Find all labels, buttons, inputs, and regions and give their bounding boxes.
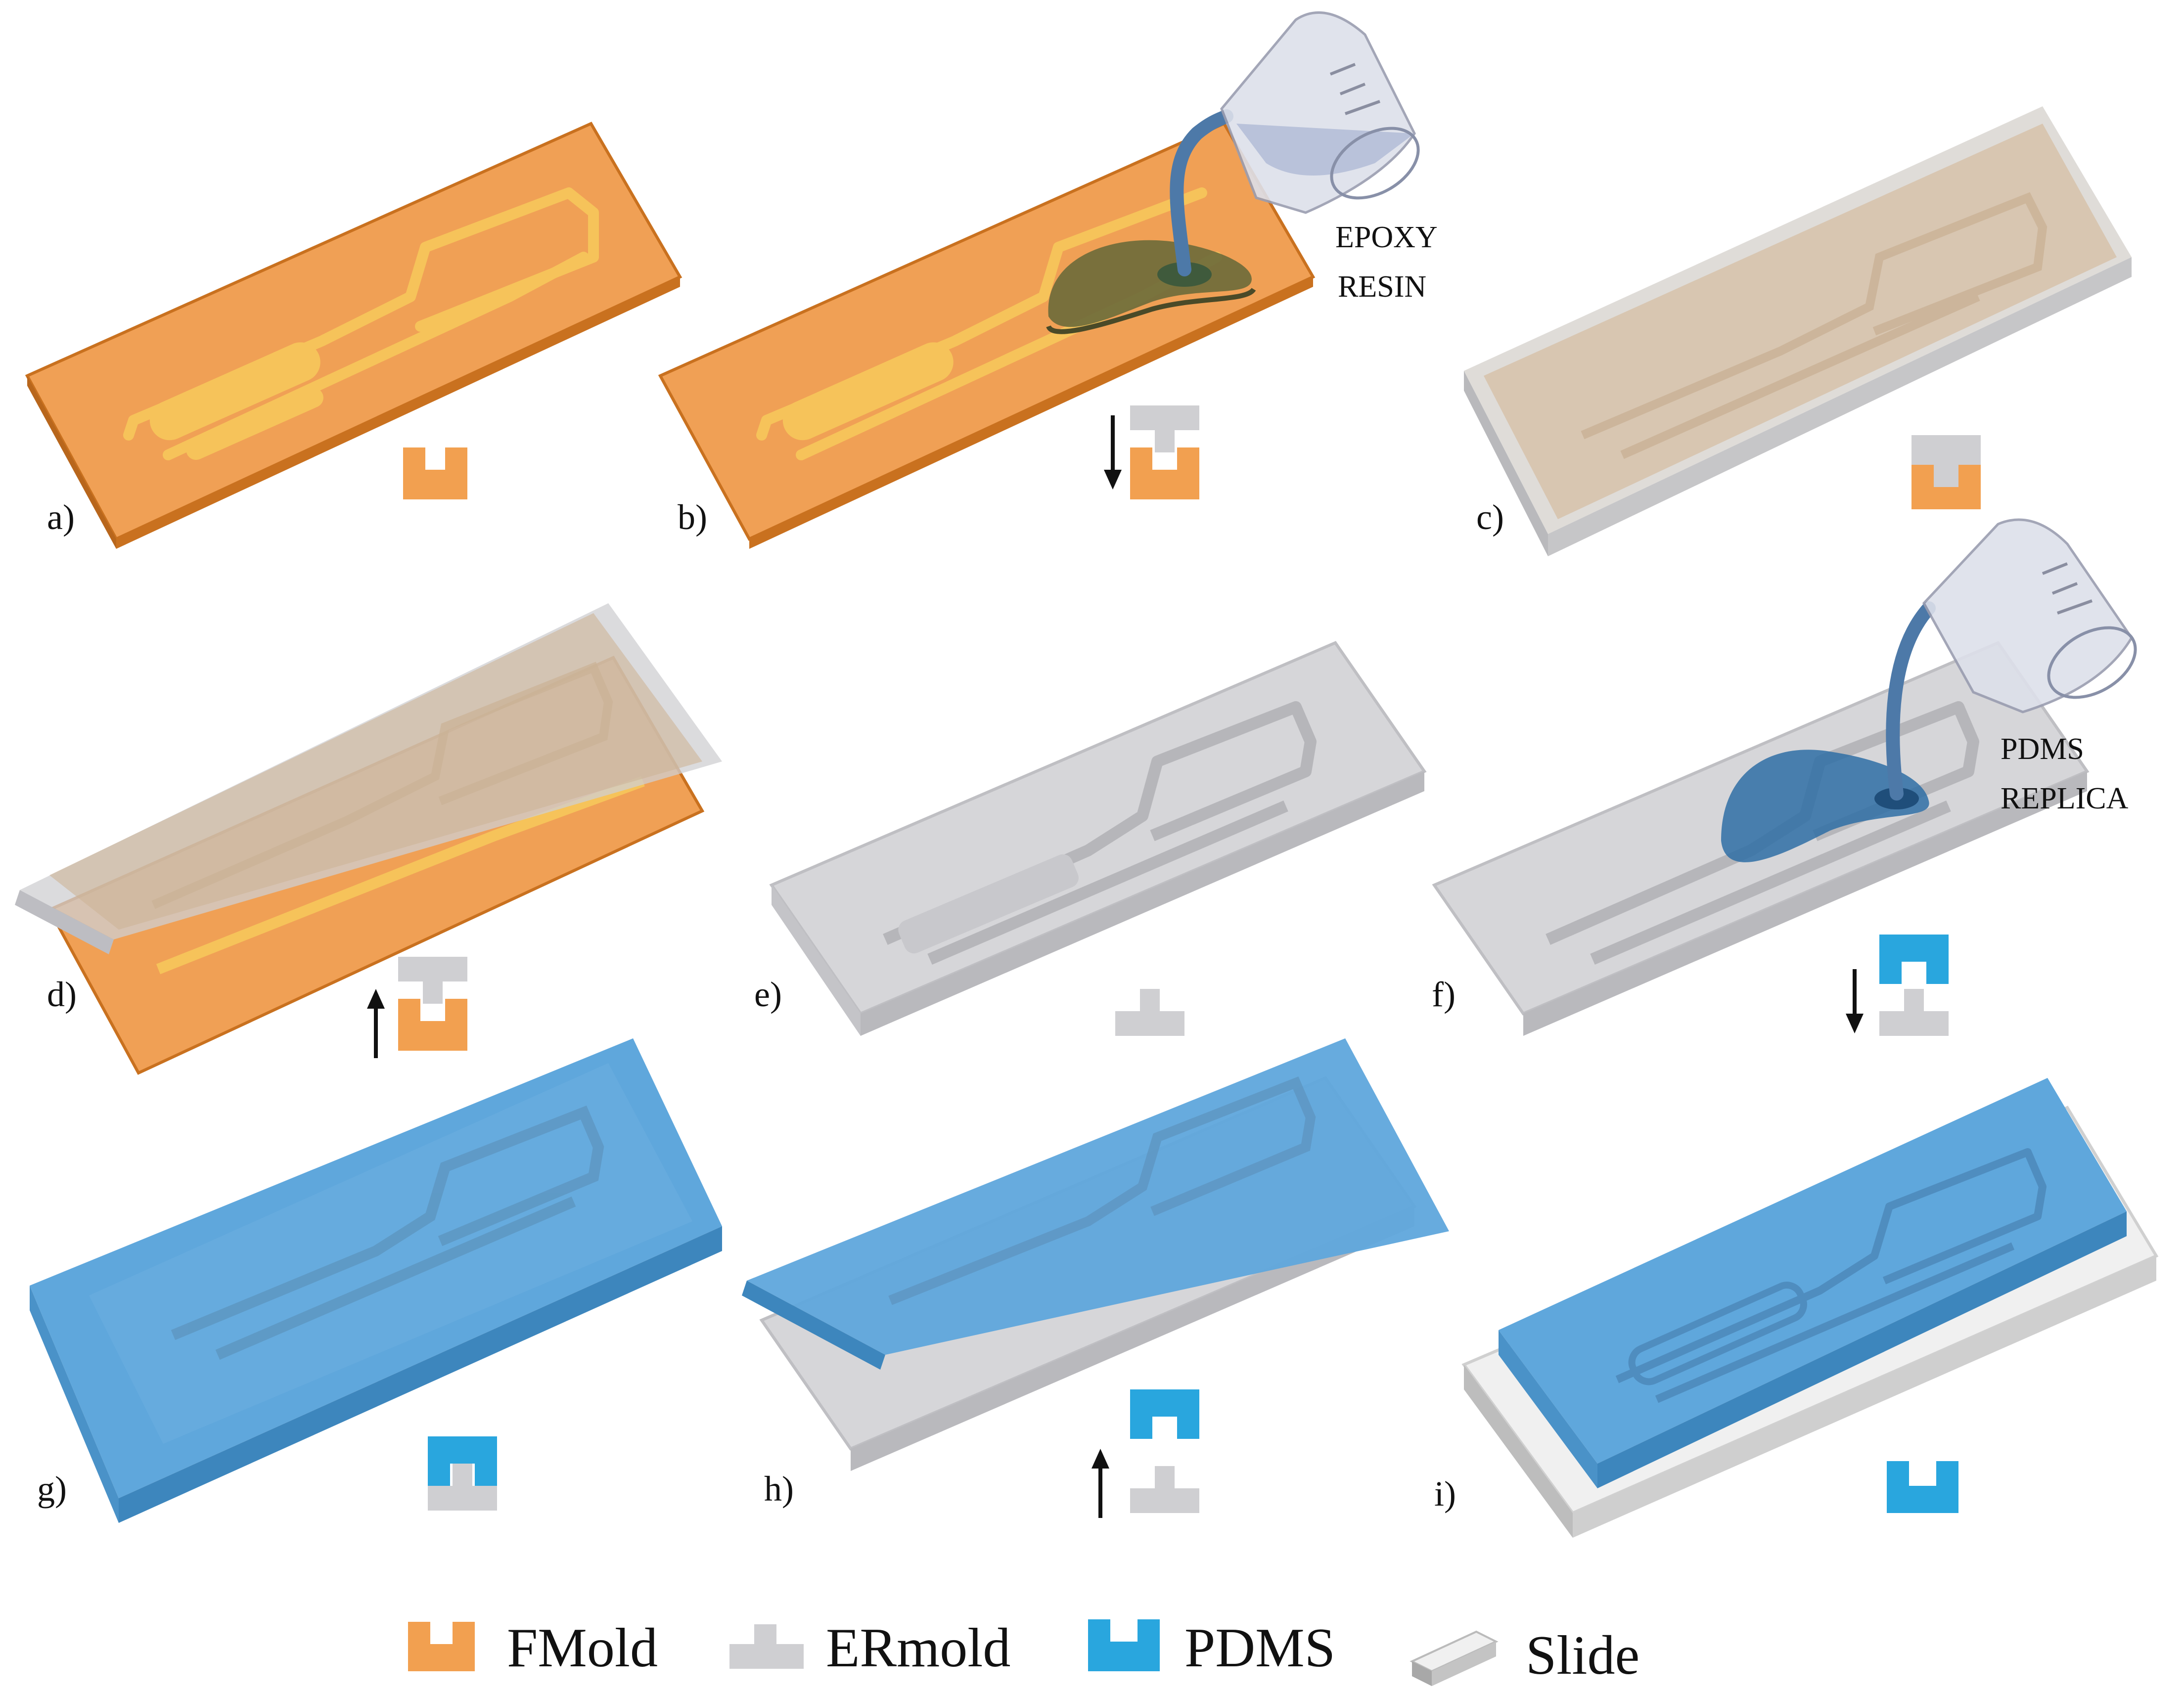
pdms-replica-i [1499, 1078, 2127, 1488]
panel-label: f) [1432, 975, 1456, 1014]
ermold-slab-e [769, 641, 1427, 1036]
pdms-swatch [1088, 1619, 1160, 1671]
legend-label-fmold: FMold [507, 1617, 658, 1679]
panel-a: a) [25, 122, 682, 549]
mold-cross-section-g [428, 1436, 497, 1511]
legend-label-ermold: ERmold [826, 1617, 1010, 1679]
panel-label: d) [47, 975, 77, 1014]
legend-item-fmold: FMold [408, 1617, 658, 1679]
legend-item-ermold: ERmold [729, 1617, 1010, 1679]
panel-label: b) [678, 497, 707, 537]
panel-d: d) [15, 603, 722, 1075]
ermold-on-fmold-c [1464, 106, 2132, 556]
mold-cross-section-b [1104, 405, 1199, 499]
mold-cross-section-f [1846, 935, 1949, 1036]
epoxy-label-line2: RESIN [1338, 270, 1426, 304]
mold-cross-section-d [367, 957, 467, 1058]
fmold-swatch [408, 1622, 475, 1671]
mold-cross-section-h [1092, 1389, 1199, 1518]
pdms-on-ermold-g [30, 1038, 722, 1523]
pdms-label-line2: REPLICA [2001, 782, 2129, 815]
panel-label: e) [754, 975, 782, 1014]
panel-g: g) [30, 1038, 722, 1523]
fmold-slab-a [25, 122, 682, 549]
legend-item-pdms: PDMS [1088, 1617, 1335, 1679]
fmold-slab-b [658, 122, 1316, 549]
epoxy-label-line1: EPOXY [1335, 221, 1438, 254]
epoxy-stream [1170, 109, 1233, 276]
pdms-label-line1: PDMS [2001, 732, 2084, 766]
panel-label: a) [47, 497, 75, 537]
fmold-cross-section-a [403, 447, 467, 499]
legend-item-slide: Slide [1410, 1625, 1639, 1686]
ermold-peeling-d [15, 603, 722, 954]
panel-label: i) [1434, 1474, 1456, 1514]
slide-swatch [1410, 1630, 1499, 1686]
panel-label: h) [764, 1469, 794, 1509]
pdms-stream [1886, 601, 1936, 801]
up-arrow-icon [1092, 1449, 1109, 1469]
down-arrow-icon [1104, 470, 1122, 490]
beaker-epoxy [1220, 11, 1420, 214]
panel-h: h) [742, 1038, 1449, 1518]
pdms-peeling-h [742, 1038, 1449, 1370]
ermold-cross-section-e [1115, 989, 1184, 1036]
legend-label-pdms: PDMS [1184, 1617, 1335, 1679]
mold-cross-section-c [1911, 435, 1981, 509]
panel-c: c) [1464, 106, 2132, 556]
panel-b: EPOXY RESIN b) [658, 11, 1438, 549]
panel-label: g) [37, 1469, 67, 1509]
panel-label: c) [1476, 497, 1504, 537]
legend-label-slide: Slide [1526, 1625, 1639, 1686]
ermold-swatch [729, 1644, 804, 1669]
down-arrow-icon [1846, 1014, 1864, 1033]
panel-e: e) [754, 641, 1427, 1036]
pdms-cross-section-i [1887, 1461, 1958, 1513]
up-arrow-icon [367, 989, 385, 1009]
panel-f: PDMS REPLICA f) [1432, 518, 2137, 1036]
panel-i: i) [1434, 1078, 2159, 1538]
legend: FMold ERmold PDMS Slide [408, 1617, 1639, 1686]
beaker-pdms [1922, 518, 2137, 713]
